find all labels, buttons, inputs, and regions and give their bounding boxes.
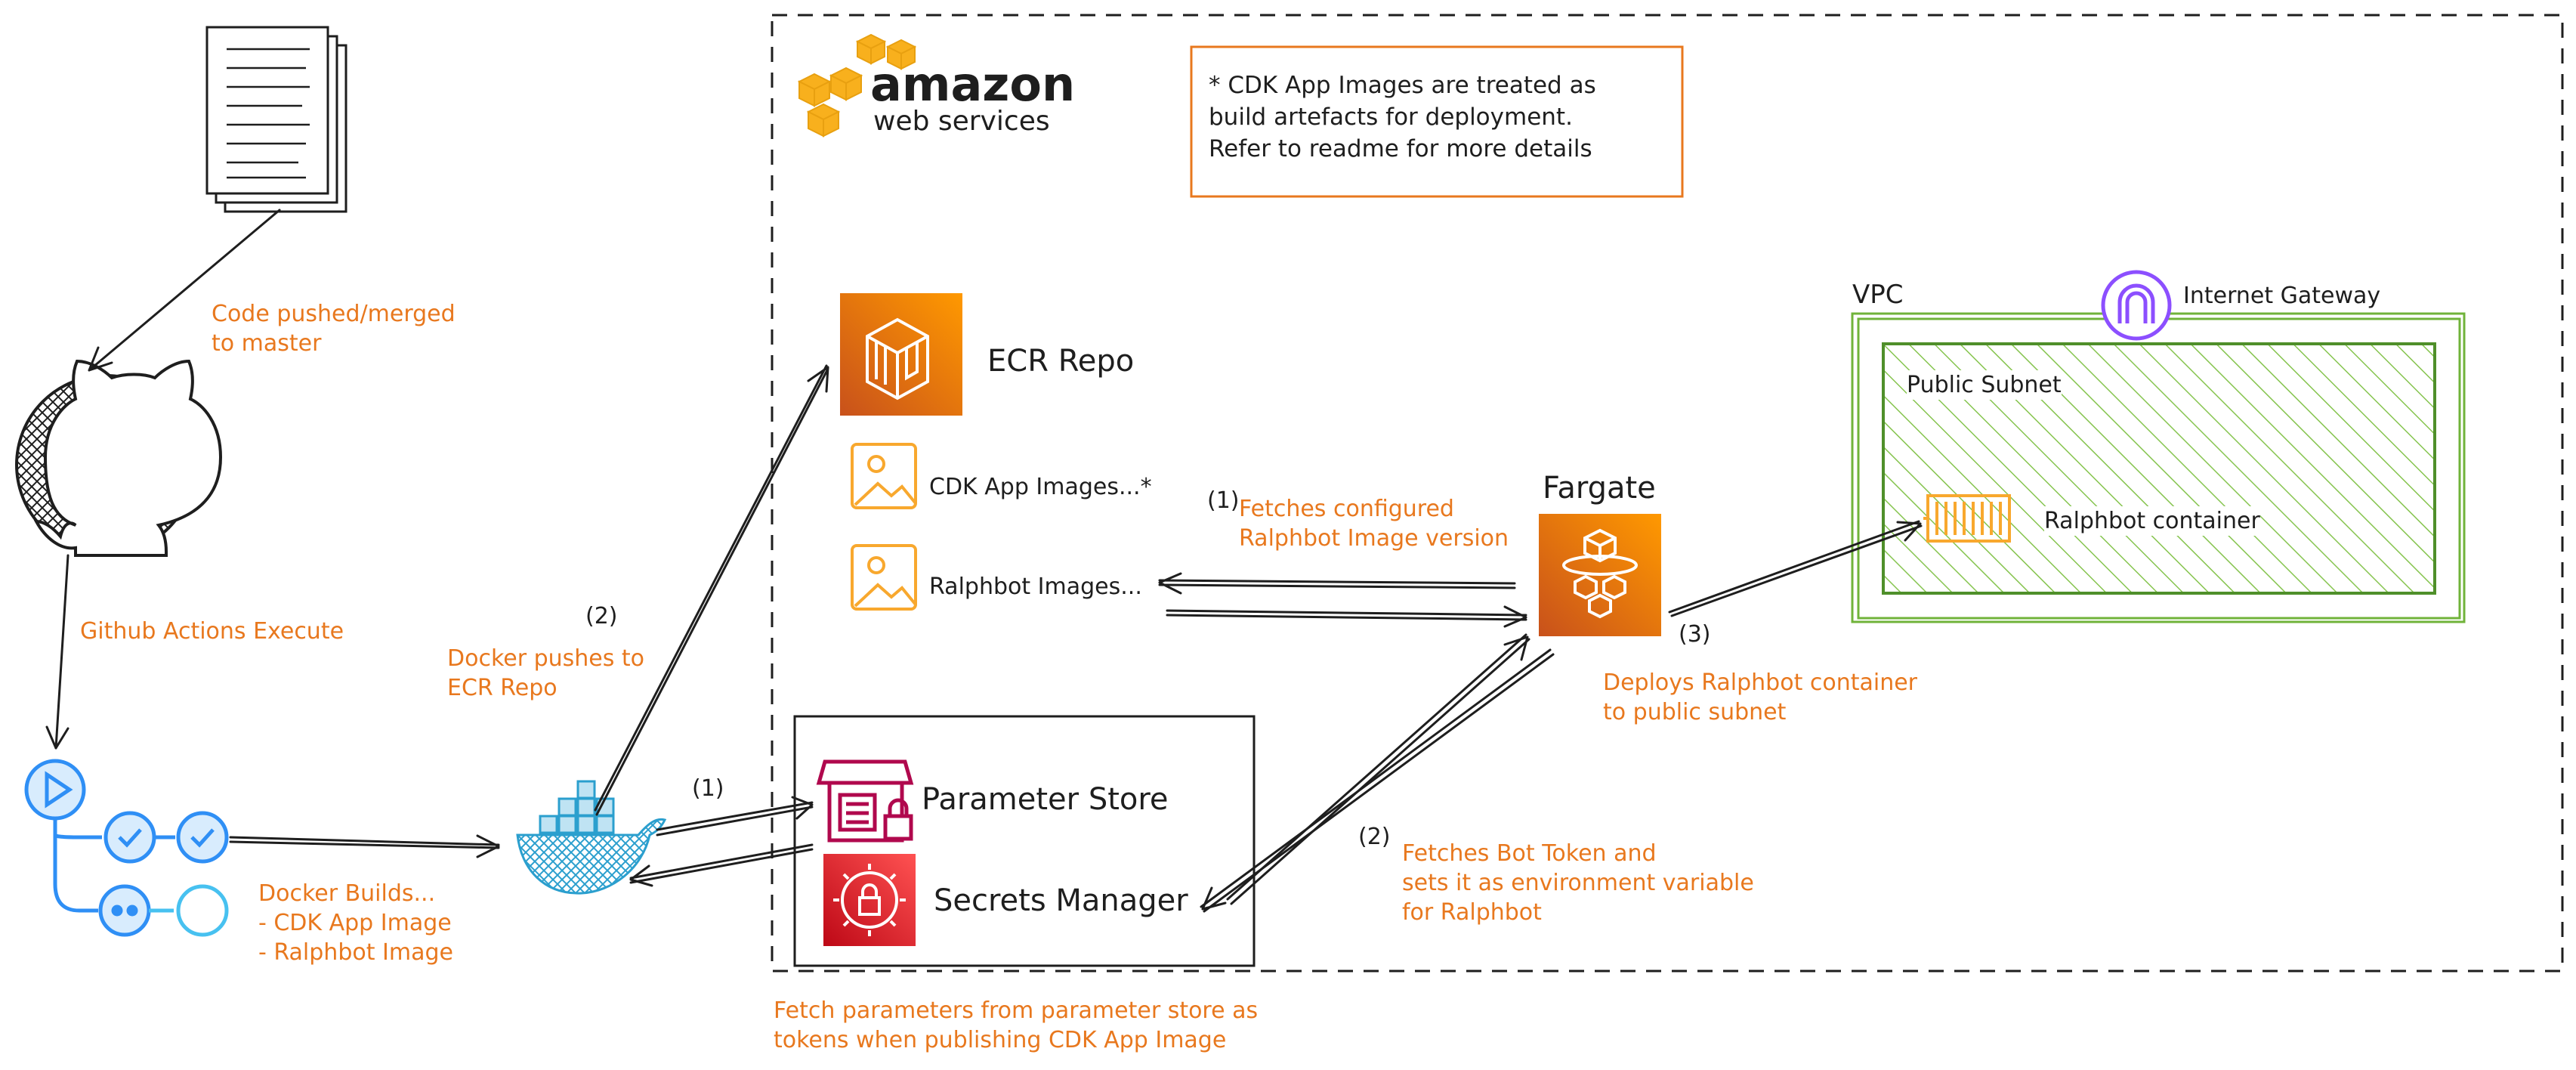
fargate-label: Fargate bbox=[1543, 471, 1656, 506]
fetch-image-line: Fetches configured bbox=[1239, 496, 1454, 522]
internet-gateway-icon bbox=[2101, 270, 2172, 341]
fetch-image-step-number: (1) bbox=[1207, 487, 1240, 514]
aws-logo-line2: web services bbox=[873, 106, 1050, 137]
arrow-fargate-to-images bbox=[1158, 572, 1516, 595]
docker-pushes-line: ECR Repo bbox=[447, 675, 558, 701]
security-services-box bbox=[793, 715, 1256, 967]
ecr-repo-icon bbox=[840, 293, 962, 416]
arrow-docker-to-paramstore bbox=[656, 796, 814, 837]
arrow-images-to-fargate bbox=[1166, 605, 1527, 628]
internet-gateway-label: Internet Gateway bbox=[2183, 283, 2381, 309]
aws-logo-icon bbox=[797, 33, 917, 138]
secrets-manager-icon bbox=[823, 854, 916, 946]
docker-pushes-step-number: (2) bbox=[585, 603, 618, 629]
public-subnet-label: Public Subnet bbox=[1907, 370, 2062, 400]
secrets-manager-label: Secrets Manager bbox=[934, 883, 1188, 918]
ecr-repo-label: ECR Repo bbox=[987, 344, 1135, 379]
code-pushed-label: Code pushed/merged to master bbox=[212, 299, 456, 358]
aws-cloud-boundary bbox=[771, 14, 2564, 973]
note-box bbox=[1190, 45, 1684, 198]
note-text: * CDK App Images are treated as build ar… bbox=[1209, 70, 1596, 165]
note-line: build artefacts for deployment. bbox=[1209, 104, 1573, 131]
fetch-params-line: Fetch parameters from parameter store as bbox=[774, 997, 1259, 1024]
arrow-paramstore-to-docker bbox=[629, 843, 814, 887]
fetch-token-line: Fetches Bot Token and bbox=[1402, 840, 1657, 867]
fetch-token-line: for Ralphbot bbox=[1402, 899, 1542, 926]
fetch-token-line: sets it as environment variable bbox=[1402, 870, 1754, 896]
docker-builds-line: - Ralphbot Image bbox=[258, 939, 453, 966]
deploys-label: Deploys Ralphbot container to public sub… bbox=[1603, 668, 1917, 727]
docker-builds-line: - CDK App Image bbox=[258, 910, 452, 936]
deploys-line: to public subnet bbox=[1603, 699, 1787, 725]
aws-logo-line1: amazon bbox=[870, 57, 1076, 112]
ralphbot-images-label: Ralphbot Images... bbox=[929, 574, 1142, 600]
cdk-image-icon bbox=[851, 443, 917, 509]
fetch-params-step-number: (1) bbox=[692, 775, 724, 802]
docker-builds-line: Docker Builds... bbox=[258, 880, 436, 907]
arrow-fargate-to-secrets bbox=[1200, 648, 1555, 913]
docker-pushes-label: Docker pushes to ECR Repo bbox=[447, 644, 644, 703]
deploys-step-number: (3) bbox=[1679, 621, 1711, 648]
github-actions-label: Github Actions Execute bbox=[80, 618, 344, 645]
fetch-params-label: Fetch parameters from parameter store as… bbox=[774, 996, 1258, 1055]
fetch-image-line: Ralphbot Image version bbox=[1239, 525, 1509, 552]
ralphbot-container-label: Ralphbot container bbox=[2044, 506, 2260, 536]
fargate-icon bbox=[1539, 514, 1661, 636]
vpc-label: VPC bbox=[1852, 280, 1904, 310]
docker-builds-label: Docker Builds... - CDK App Image - Ralph… bbox=[258, 879, 453, 967]
fetch-params-line: tokens when publishing CDK App Image bbox=[774, 1027, 1227, 1053]
arrow-docker-to-ecr bbox=[594, 364, 829, 816]
note-line: * CDK App Images are treated as bbox=[1209, 72, 1596, 99]
aws-logo-text: amazon web services bbox=[870, 57, 1089, 137]
github-actions-icon bbox=[24, 759, 229, 937]
document-stack-icon bbox=[205, 26, 347, 213]
fetch-image-label: Fetches configured Ralphbot Image versio… bbox=[1239, 494, 1509, 553]
fetch-token-step-number: (2) bbox=[1358, 824, 1391, 850]
arrow-secrets-to-fargate bbox=[1226, 633, 1530, 905]
fetch-token-label: Fetches Bot Token and sets it as environ… bbox=[1402, 839, 1754, 927]
cdk-images-label: CDK App Images...* bbox=[929, 474, 1152, 500]
code-pushed-line: to master bbox=[212, 330, 322, 357]
note-line: Refer to readme for more details bbox=[1209, 135, 1592, 163]
code-pushed-line: Code pushed/merged bbox=[212, 301, 456, 327]
arrow-docs-to-github bbox=[88, 209, 281, 372]
deploys-line: Deploys Ralphbot container bbox=[1603, 670, 1918, 696]
arrow-github-to-actions bbox=[45, 554, 69, 750]
docker-icon bbox=[516, 780, 667, 895]
parameter-store-label: Parameter Store bbox=[922, 782, 1169, 817]
arrow-actions-to-docker bbox=[229, 834, 500, 858]
github-icon bbox=[15, 359, 223, 557]
parameter-store-icon bbox=[816, 759, 914, 843]
docker-pushes-line: Docker pushes to bbox=[447, 645, 645, 672]
container-icon bbox=[1923, 494, 2011, 543]
arrow-fargate-to-container bbox=[1668, 520, 1923, 617]
ralphbot-image-icon bbox=[851, 544, 917, 611]
